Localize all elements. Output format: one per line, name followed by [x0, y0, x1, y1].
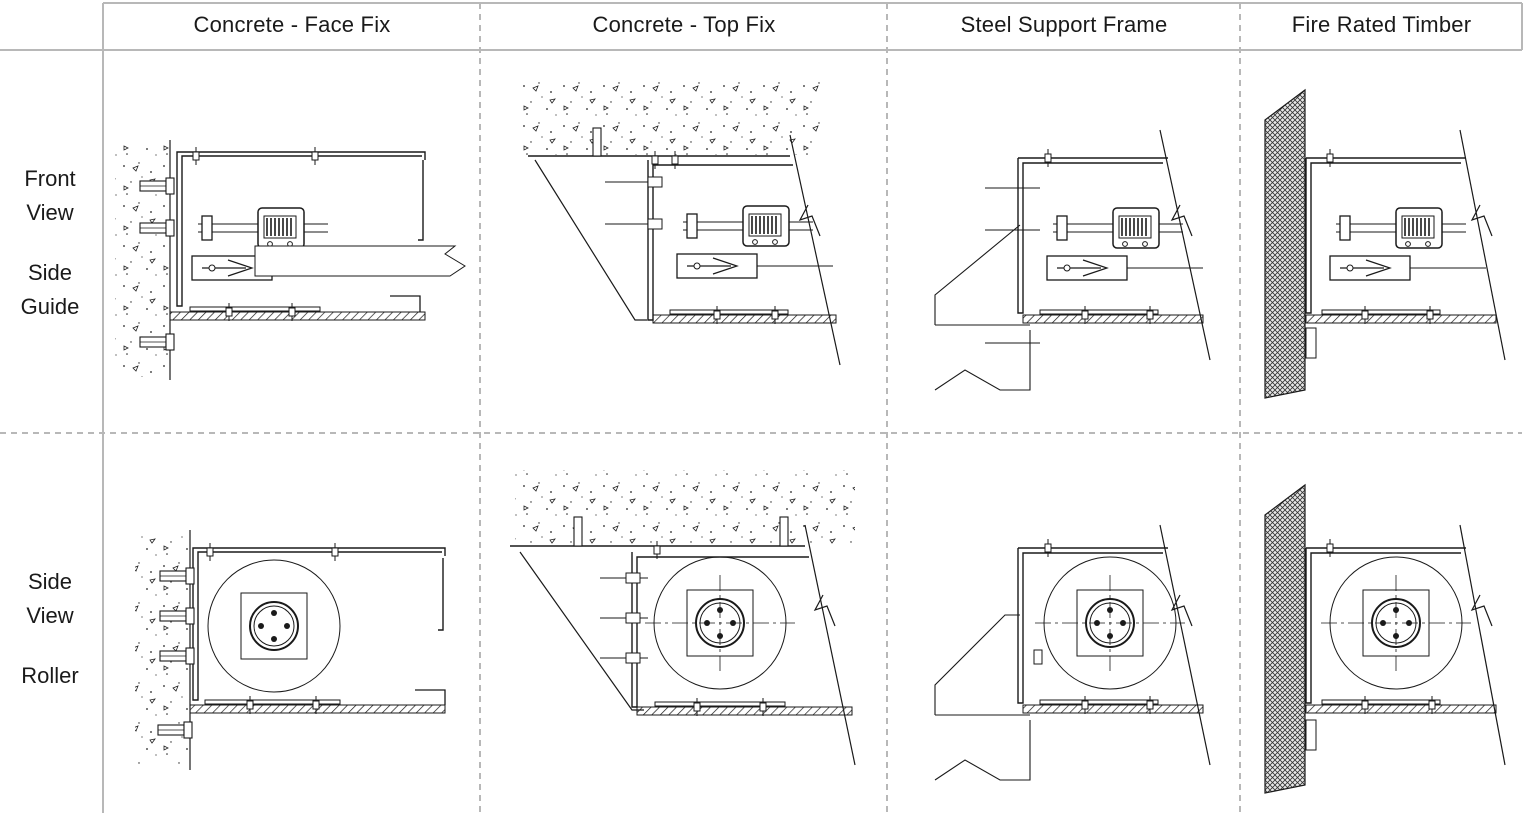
drawing-front-concrete-face-fix: [115, 140, 466, 380]
row-label-front-view-side-guide: Front View Side Guide: [0, 162, 100, 324]
row-label-part-line1: Side: [27, 260, 73, 285]
drawing-front-fire-rated-timber: [1264, 88, 1506, 399]
row-label-part-line2: Guide: [20, 294, 80, 319]
row-label-view-line2: View: [26, 200, 74, 225]
drawing-side-steel-support-frame: [934, 524, 1211, 781]
drawing-front-steel-support-frame: [934, 129, 1211, 391]
row-label-view-line1: Front: [24, 166, 76, 191]
row-label-side-view-roller: Side View Roller: [0, 565, 100, 693]
drawing-front-concrete-top-fix: [520, 80, 841, 366]
drawing-side-concrete-top-fix: [510, 470, 856, 766]
column-header-fire-rated-timber: Fire Rated Timber: [1291, 12, 1472, 37]
column-header-concrete-face-fix: Concrete - Face Fix: [193, 12, 391, 37]
row-label-part-line1: Roller: [21, 663, 79, 688]
column-header-concrete-top-fix: Concrete - Top Fix: [592, 12, 776, 37]
row-label-view-line1: Side: [27, 569, 73, 594]
drawing-side-concrete-face-fix: [135, 530, 446, 770]
drawing-side-fire-rated-timber: [1264, 483, 1506, 794]
row-label-view-line2: View: [26, 603, 74, 628]
column-header-steel-support-frame: Steel Support Frame: [960, 12, 1168, 37]
